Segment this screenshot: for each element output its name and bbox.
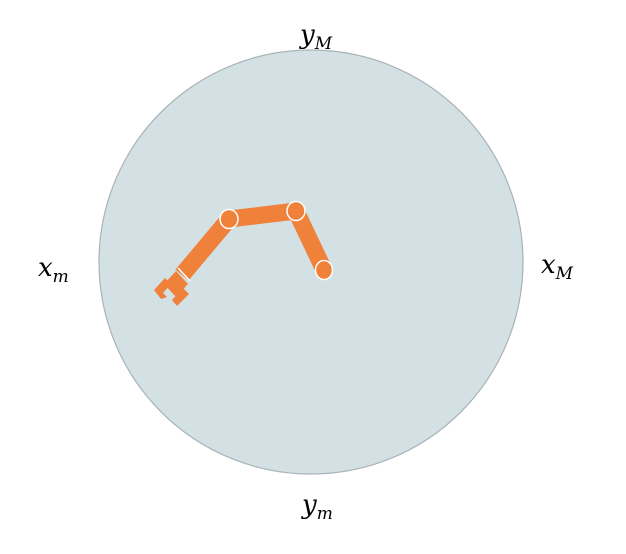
gripper-finger-lower bbox=[172, 288, 189, 306]
label-x-min-base: x bbox=[38, 253, 53, 283]
label-y-min: ym bbox=[302, 492, 333, 523]
label-y-max-sub: M bbox=[314, 34, 333, 54]
label-y-min-sub: m bbox=[316, 504, 333, 524]
label-y-max: yM bbox=[300, 22, 332, 53]
gripper-palm bbox=[164, 271, 188, 297]
gripper bbox=[154, 271, 189, 306]
shoulder-joint bbox=[314, 259, 334, 281]
arm-link-base bbox=[288, 207, 332, 274]
label-y-max-base: y bbox=[300, 20, 315, 50]
gripper-joint-line bbox=[177, 267, 191, 282]
arm-link-upper bbox=[227, 202, 298, 228]
label-x-min: xm bbox=[38, 255, 69, 286]
wrist-joint bbox=[219, 208, 239, 230]
label-x-max-sub: M bbox=[555, 264, 574, 284]
arm-link-forearm bbox=[175, 213, 236, 281]
label-x-min-sub: m bbox=[52, 267, 69, 287]
label-x-max: xM bbox=[541, 252, 573, 283]
label-y-min-base: y bbox=[302, 490, 317, 520]
robot-arm bbox=[154, 200, 334, 306]
label-x-max-base: x bbox=[541, 250, 556, 280]
elbow-joint bbox=[286, 200, 306, 222]
